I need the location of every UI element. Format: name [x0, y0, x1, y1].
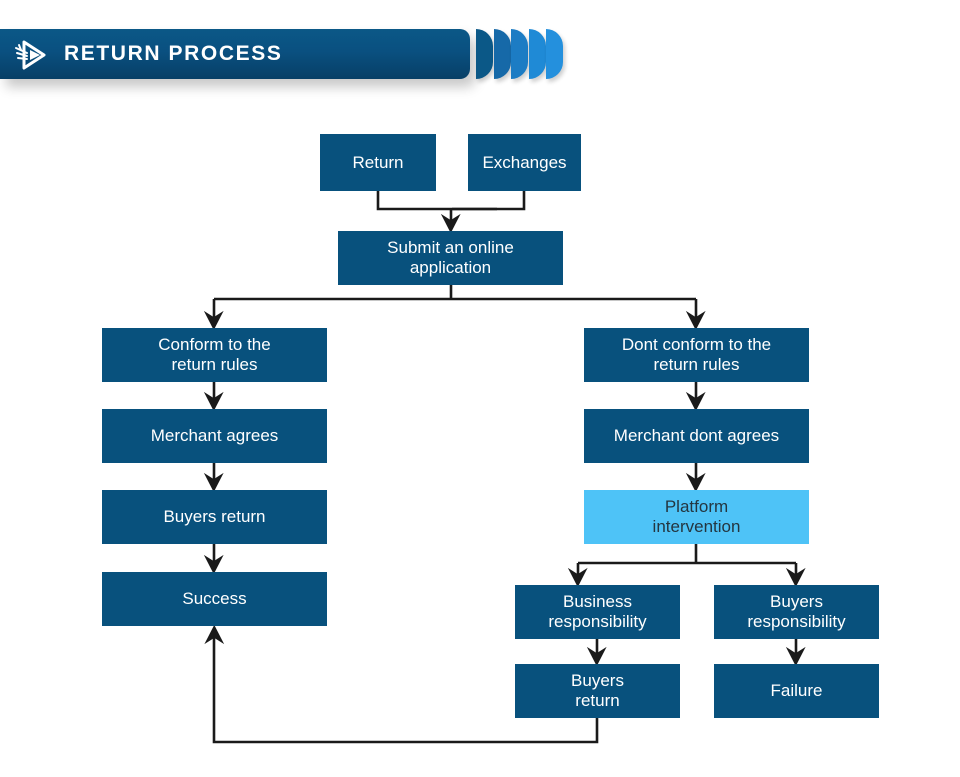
node-failure[interactable]: Failure	[714, 664, 879, 718]
node-label: Buyers return	[163, 507, 266, 527]
header-arc-2	[493, 29, 511, 79]
header-arc-4	[528, 29, 546, 79]
header-decorative-arcs	[476, 29, 566, 81]
node-buyers-return-left[interactable]: Buyers return	[102, 490, 327, 544]
node-merchant-dont-agrees[interactable]: Merchant dont agrees	[584, 409, 809, 463]
node-return[interactable]: Return	[320, 134, 436, 191]
header-arc-3	[511, 29, 528, 79]
node-merchant-agrees[interactable]: Merchant agrees	[102, 409, 327, 463]
node-label: Failure	[770, 681, 823, 701]
header-arc-5	[546, 29, 563, 79]
header-arc-1	[476, 29, 493, 79]
node-exchanges[interactable]: Exchanges	[468, 134, 581, 191]
play-triangle-logo-icon	[14, 38, 48, 72]
node-label: Success	[182, 589, 247, 609]
header-bar-background	[0, 29, 470, 79]
node-label: Merchant agrees	[150, 426, 279, 446]
node-label: Exchanges	[482, 152, 567, 172]
header-banner: RETURN PROCESS	[0, 29, 470, 79]
node-label: Return	[352, 152, 404, 172]
node-label: Merchant dont agrees	[613, 426, 780, 446]
page-title: RETURN PROCESS	[64, 42, 283, 65]
node-success[interactable]: Success	[102, 572, 327, 626]
